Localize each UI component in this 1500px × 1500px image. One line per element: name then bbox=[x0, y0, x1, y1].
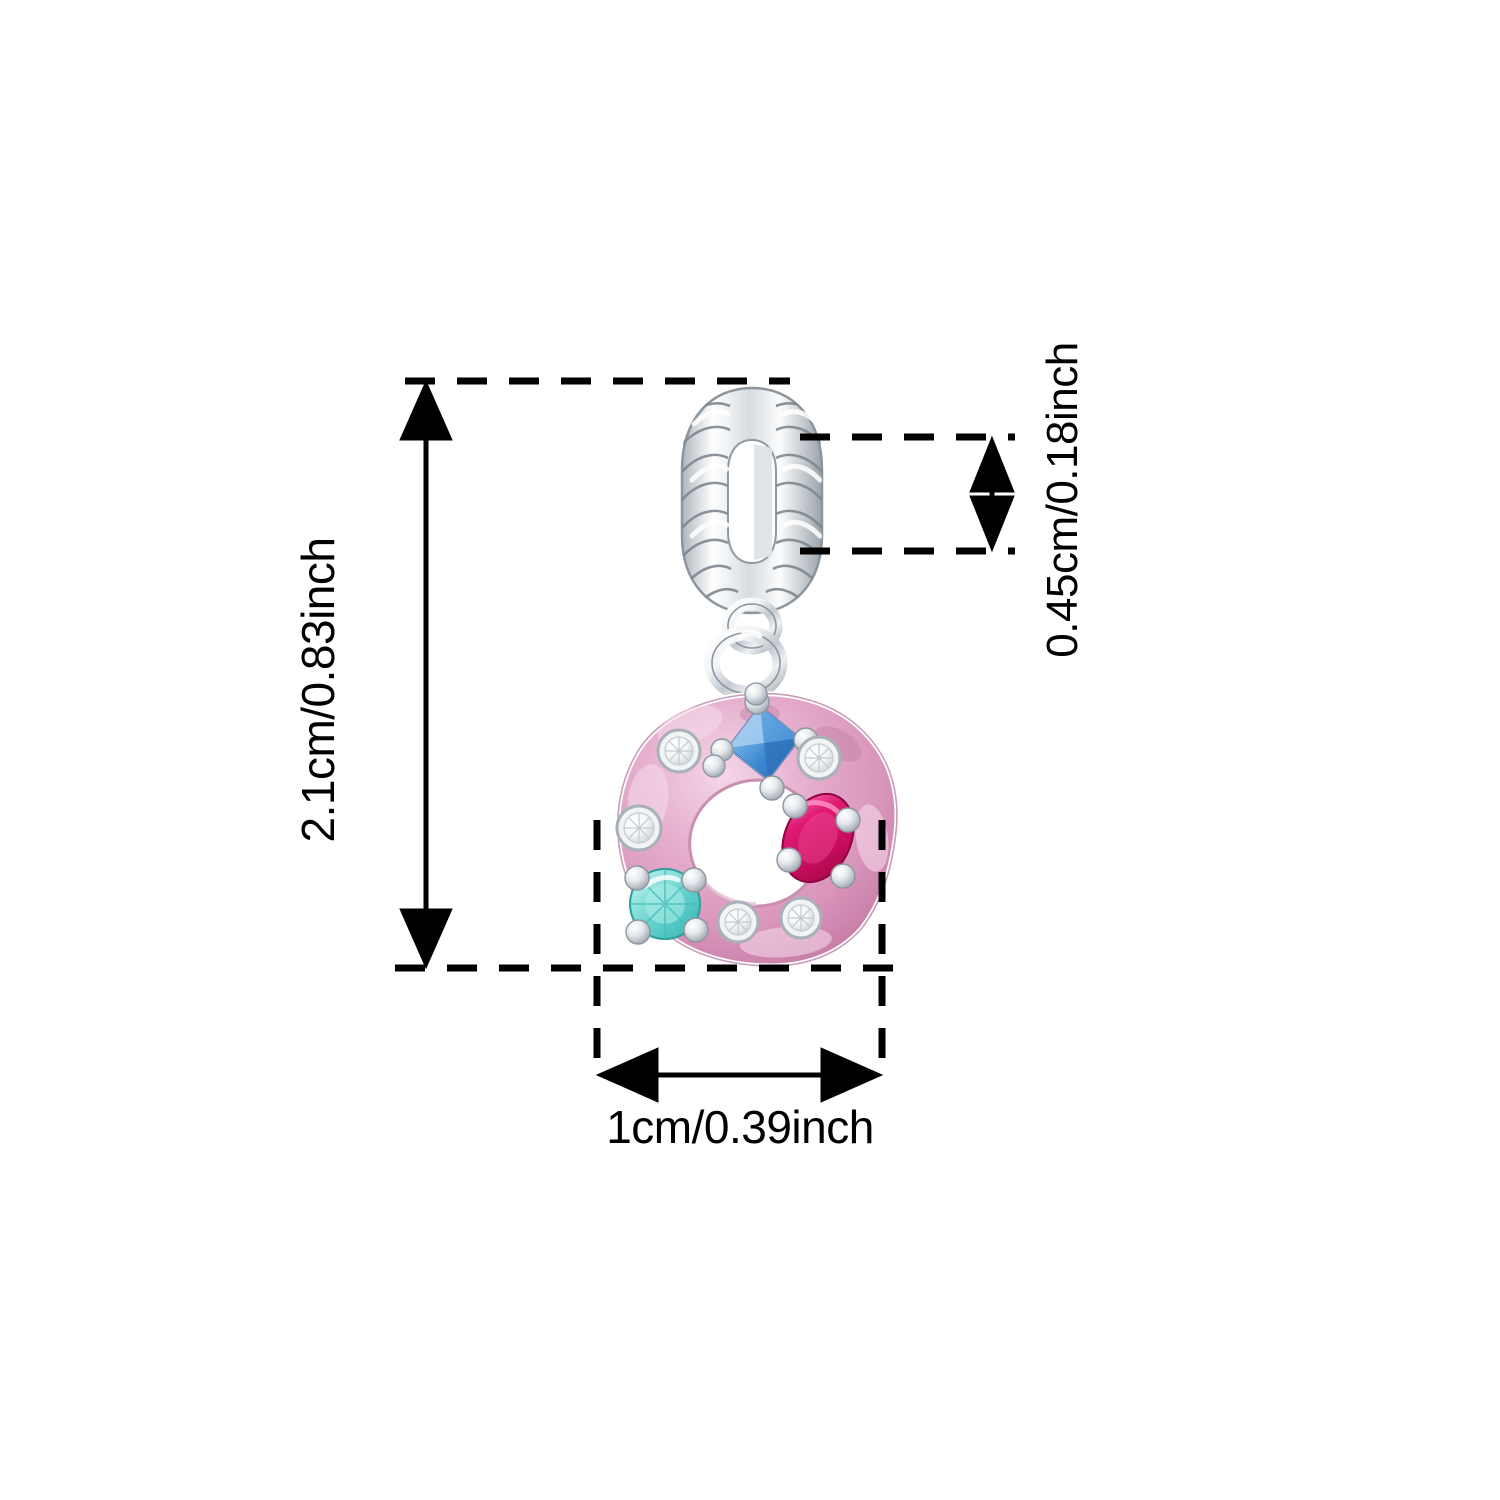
width-dimension-label: 1cm/0.39inch bbox=[606, 1101, 874, 1153]
aqua-round-gem bbox=[624, 865, 709, 945]
clear-cz-bottom-center bbox=[716, 900, 760, 944]
clear-cz-upper-right bbox=[796, 735, 842, 781]
height-dimension-label: 2.1cm/0.83inch bbox=[292, 537, 344, 843]
bail-dimension-label: 0.45cm/0.18inch bbox=[1038, 342, 1087, 658]
bail-group bbox=[680, 386, 824, 615]
height-dimension-arrow bbox=[399, 379, 453, 970]
jump-ring-group bbox=[704, 597, 788, 701]
dimension-annotations bbox=[395, 377, 1015, 1103]
clear-cz-bottom-right bbox=[779, 896, 823, 940]
donut-pendant-group bbox=[615, 682, 900, 969]
bail-dimension-arrow bbox=[969, 435, 1015, 553]
clear-cz-left bbox=[615, 804, 663, 852]
clear-cz-upper-left bbox=[656, 728, 702, 774]
width-dimension-arrow bbox=[595, 1047, 884, 1103]
magenta-oval-gem bbox=[776, 792, 861, 889]
